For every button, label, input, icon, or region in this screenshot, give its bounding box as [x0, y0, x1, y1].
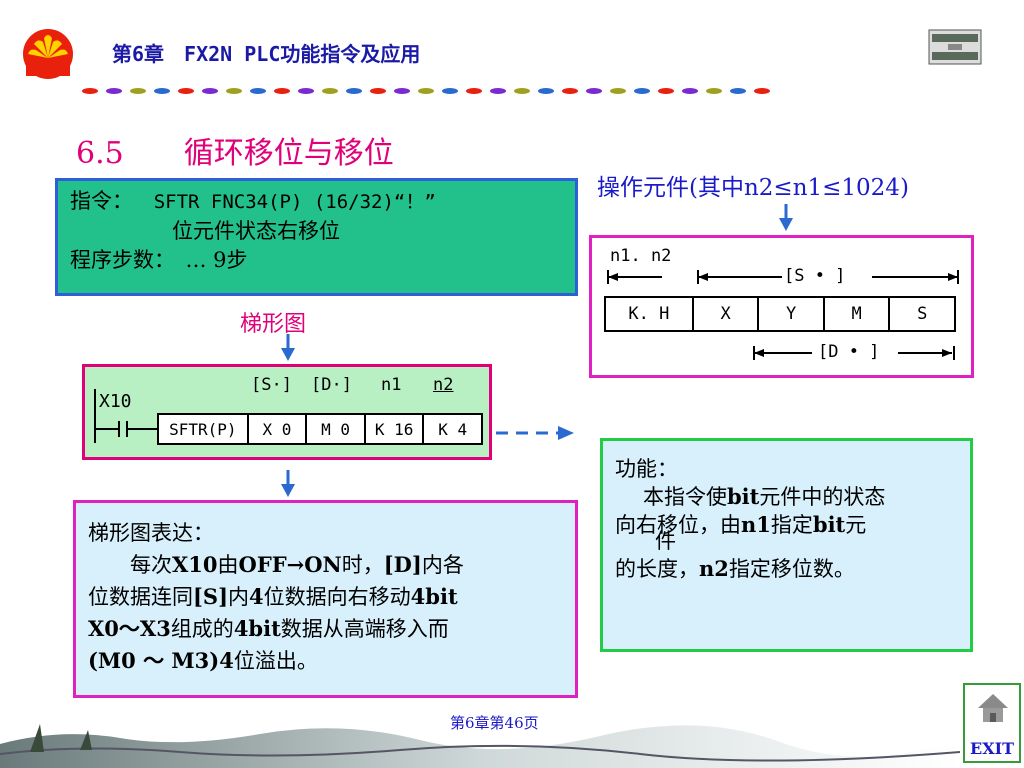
arrow-down-icon — [281, 470, 295, 497]
ladder-cell: X 0 — [249, 415, 308, 443]
function-line-3: 件 — [655, 529, 676, 553]
exit-label: EXIT — [970, 739, 1014, 758]
ladder-label: 梯形图 — [240, 312, 307, 337]
dashed-arrow-right-icon — [496, 426, 574, 440]
expression-line-2: 位数据连同[S]内4位数据向右移动4bit — [88, 581, 565, 613]
expression-text: 4 — [249, 584, 264, 609]
expression-text: 每次 — [130, 553, 172, 577]
operand-diagram: n1. n2 [S • ] K. H X Y M S [D • ] — [589, 235, 974, 378]
instruction-line-1: 指令： SFTR FNC34(P) (16/32)“！” — [70, 187, 575, 217]
footer-landscape-image — [0, 724, 960, 768]
operand-cell: M — [825, 298, 891, 330]
operand-label-n2: n2 — [433, 375, 454, 395]
function-text: 元 — [845, 513, 867, 537]
operand-title: 操作元件(其中n2≤n1≤1024) — [597, 175, 909, 201]
expression-text: 4bit — [410, 584, 458, 609]
function-line-1: 本指令使bit元件中的状态 — [615, 483, 960, 511]
ladder-instruction-row: SFTR(P) X 0 M 0 K 16 K 4 — [157, 413, 483, 445]
expression-text: X0～X3 — [88, 616, 171, 641]
function-text: n2 — [699, 556, 729, 581]
expression-text: 4bit — [233, 616, 281, 641]
function-text: 本指令使 — [643, 485, 727, 509]
program-steps: 程序步数： … 9步 — [70, 248, 248, 272]
expression-text: (M0 ～ M3)4 — [88, 648, 234, 673]
operand-label-d: [D·] — [311, 375, 352, 395]
expression-title: 梯形图表达： — [88, 521, 214, 545]
operand-cell: S — [917, 304, 928, 324]
ladder-diagram: X10 [S·] [D·] n1 n2 SFTR(P) X 0 M 0 K 16… — [82, 364, 492, 460]
expression-line-1: 每次X10由OFF→ON时，[D]内各 — [88, 549, 565, 581]
function-title: 功能： — [615, 457, 678, 481]
expression-text: OFF→ON — [238, 552, 342, 577]
decorative-dotted-line — [82, 88, 770, 94]
function-text: 指定移位数。 — [728, 557, 855, 581]
s-label: [S • ] — [784, 266, 846, 286]
expression-text: 数据从高端移入而 — [280, 617, 449, 641]
section-title: 6.5 循环移位与移位 — [76, 136, 394, 171]
contact-label: X10 — [99, 391, 132, 412]
ladder-cell: M 0 — [307, 415, 366, 443]
ladder-expression-box: 梯形图表达： 每次X10由OFF→ON时，[D]内各 位数据连同[S]内4位数据… — [73, 500, 578, 698]
operand-cell: X — [694, 298, 760, 330]
ladder-cell: SFTR(P) — [159, 415, 249, 443]
function-text: 元件中的状态 — [759, 485, 886, 509]
function-line-2: 向右移位，由n1指定bit元 — [615, 511, 960, 539]
n-label: n1. n2 — [610, 246, 672, 266]
expression-text: 位数据连同 — [88, 585, 193, 609]
function-line-4: 的长度，n2指定移位数。 — [615, 555, 960, 583]
expression-text: 由 — [217, 553, 239, 577]
home-icon — [978, 694, 1008, 722]
operand-cell: K. H — [606, 298, 694, 330]
plc-device-image — [928, 26, 982, 68]
d-range-arrows — [753, 346, 955, 360]
function-text: 向右移位，由 — [615, 513, 741, 537]
d-label: [D • ] — [818, 342, 880, 362]
expression-text: 位数据向右移动 — [263, 585, 411, 609]
page-number: 第6章第46页 — [450, 714, 539, 732]
exit-button[interactable]: EXIT — [963, 683, 1021, 763]
expression-text: [D] — [383, 552, 422, 577]
expression-text: [S] — [193, 584, 229, 609]
range-arrows — [607, 270, 959, 284]
arrow-down-icon — [281, 334, 295, 361]
arrow-down-icon — [779, 204, 793, 231]
expression-text: X10 — [172, 552, 218, 577]
expression-text: 组成的 — [170, 617, 234, 641]
function-description-box: 功能： 本指令使bit元件中的状态 向右移位，由n1指定bit元 件 的长度，n… — [600, 438, 973, 652]
expression-text: 内 — [228, 585, 250, 609]
expression-line-3: X0～X3组成的4bit数据从高端移入而 — [88, 613, 565, 645]
ladder-cell: K 16 — [366, 415, 425, 443]
ladder-rung — [94, 389, 157, 443]
instruction-value: SFTR FNC34(P) (16/32)“！” — [153, 191, 436, 213]
header-title: 第6章 FX2N PLC功能指令及应用 — [112, 42, 421, 66]
expression-text: 位溢出。 — [233, 649, 318, 673]
function-text: bit — [812, 512, 846, 537]
function-text: 的长度， — [615, 557, 699, 581]
operand-label-s: [S·] — [251, 375, 292, 395]
operand-table: K. H X Y M S — [604, 296, 956, 332]
expression-text: 内各 — [421, 553, 464, 577]
ladder-cell: K 4 — [438, 419, 468, 439]
function-text: bit — [727, 484, 760, 509]
company-logo — [22, 28, 74, 80]
expression-line-4: (M0 ～ M3)4位溢出。 — [88, 645, 565, 677]
operand-cell: Y — [759, 298, 825, 330]
expression-text: 时， — [341, 553, 384, 577]
instruction-box: 指令： SFTR FNC34(P) (16/32)“！” 位元件状态右移位 程序… — [55, 178, 578, 296]
function-text: 指定 — [770, 513, 813, 537]
instruction-label: 指令： — [70, 189, 133, 213]
instruction-description: 位元件状态右移位 — [172, 219, 340, 243]
function-text: n1 — [741, 512, 771, 537]
operand-label-n1: n1 — [381, 375, 402, 395]
